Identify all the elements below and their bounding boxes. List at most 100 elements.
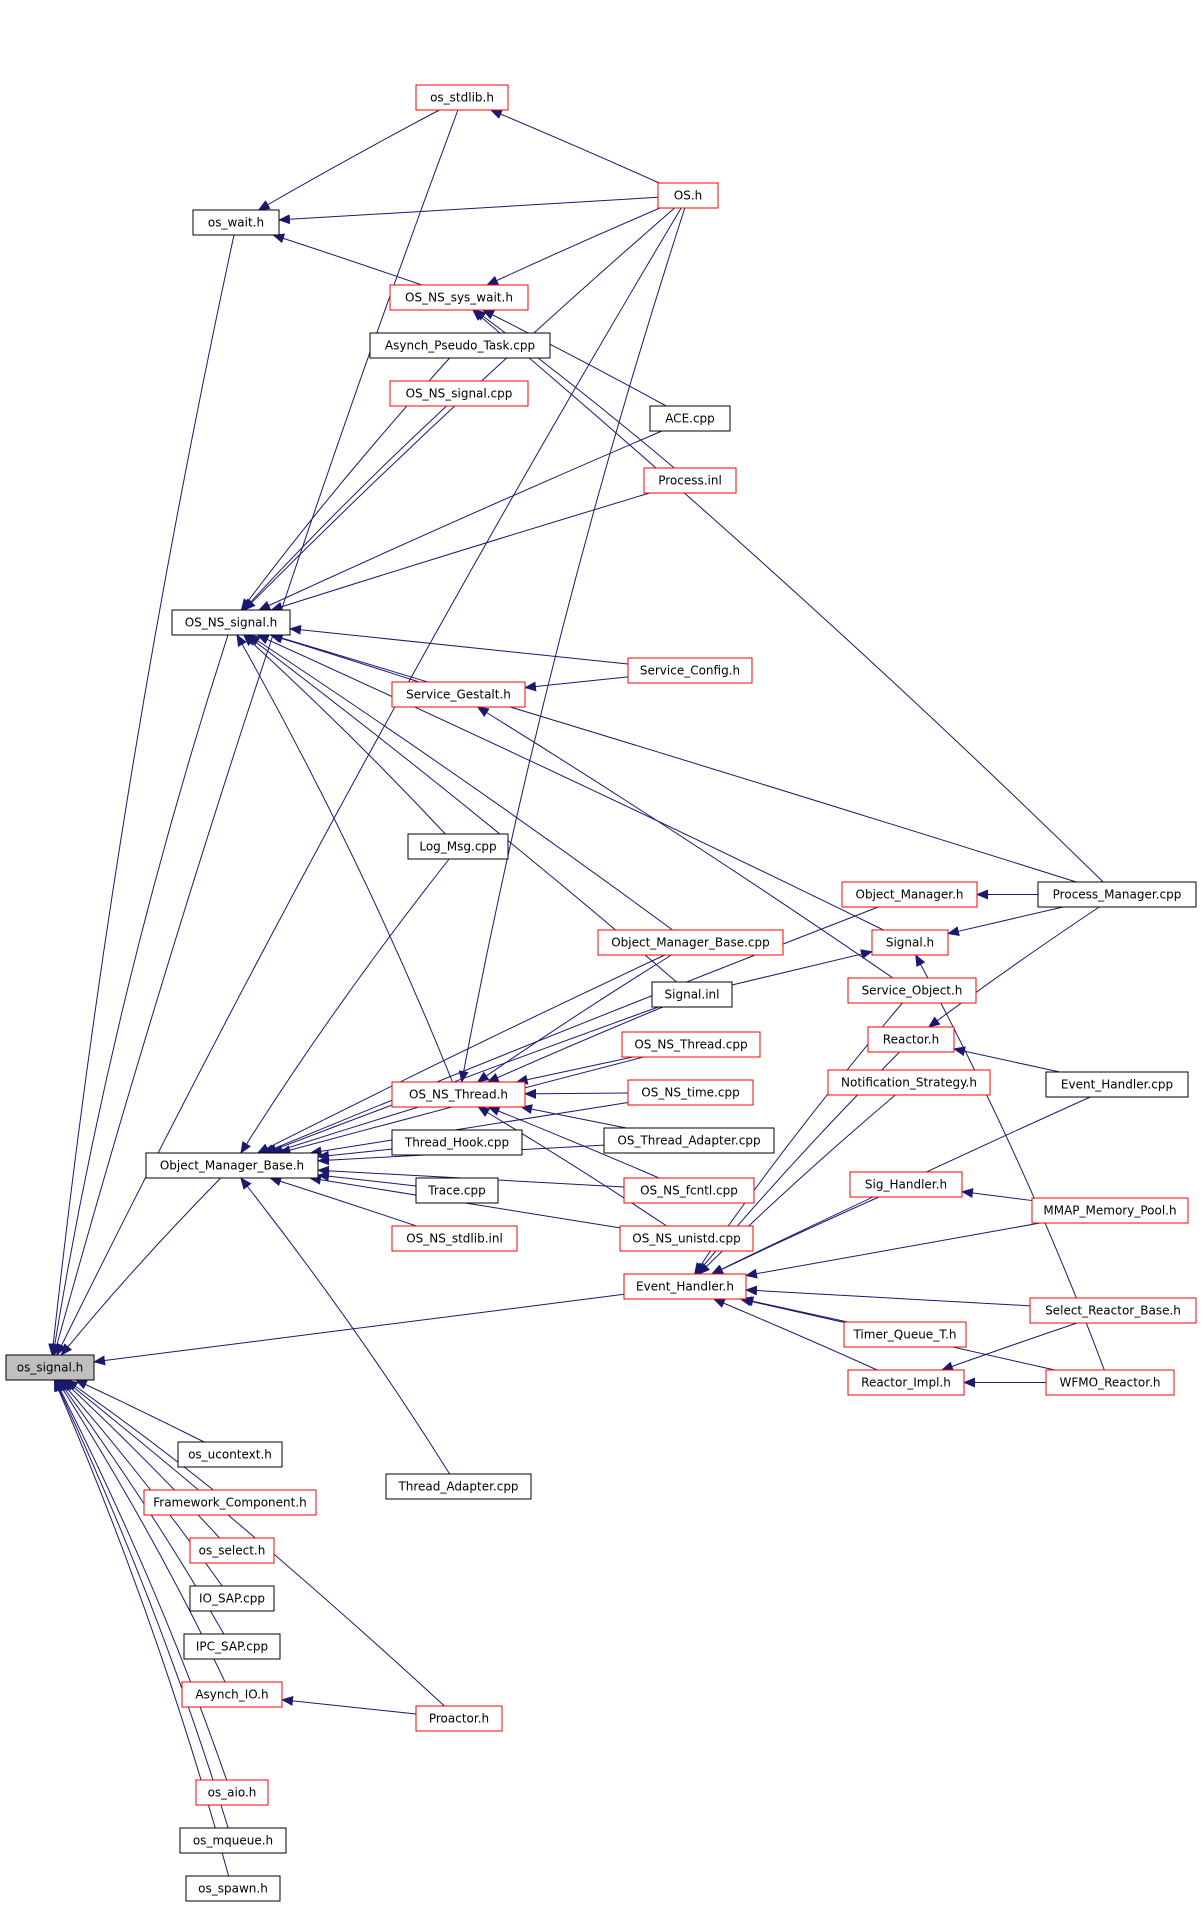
node-label: os_stdlib.h [430,91,494,105]
node-label: OS.h [674,189,702,203]
node-label: Select_Reactor_Base.h [1045,1304,1181,1318]
node-os-ns-sys-wait-h[interactable]: OS_NS_sys_wait.h [389,284,529,311]
node-label: OS_NS_time.cpp [641,1086,739,1100]
node-box [183,1633,281,1660]
edge-service-object-h-to-service-gestalt-h [476,706,894,979]
node-os-ns-unistd-cpp[interactable]: OS_NS_unistd.cpp [619,1225,754,1252]
node-trace-cpp[interactable]: Trace.cpp [415,1177,499,1204]
node-label: Reactor_Impl.h [861,1376,951,1390]
node-object-manager-h[interactable]: Object_Manager.h [841,881,978,908]
node-thread-adapter-cpp[interactable]: Thread_Adapter.cpp [385,1473,532,1500]
node-label: Sig_Handler.h [865,1178,947,1192]
node-box [827,1069,991,1096]
node-timer-queue-t-h[interactable]: Timer_Queue_T.h [843,1321,967,1348]
edge-os-h-to-os-signal-h [56,207,682,1356]
node-event-handler-h[interactable]: Event_Handler.h [623,1273,747,1300]
node-asynch-pseudo-task-cpp[interactable]: Asynch_Pseudo_Task.cpp [369,332,551,359]
node-select-reactor-base-h[interactable]: Select_Reactor_Base.h [1029,1297,1197,1324]
node-os-ns-signal-h[interactable]: OS_NS_signal.h [171,609,291,636]
node-io-sap-cpp[interactable]: IO_SAP.cpp [189,1585,275,1612]
node-process-manager-cpp[interactable]: Process_Manager.cpp [1037,881,1197,908]
node-label: os_ucontext.h [188,1448,272,1462]
node-box [391,1225,518,1252]
node-box [391,1081,526,1108]
node-reactor-h[interactable]: Reactor.h [867,1026,955,1053]
edge-service-gestalt-h-to-os-ns-signal-h [269,633,420,683]
edge-layer [48,109,1105,1877]
node-box [619,1225,754,1252]
node-os-h[interactable]: OS.h [657,182,719,209]
node-label: Service_Gestalt.h [406,688,511,702]
node-box [369,332,551,359]
node-label: Trace.cpp [427,1184,485,1198]
node-object-manager-base-h[interactable]: Object_Manager_Base.h [145,1152,319,1179]
node-os-wait-h[interactable]: os_wait.h [192,209,280,236]
node-box [867,1026,955,1053]
node-ipc-sap-cpp[interactable]: IPC_SAP.cpp [183,1633,281,1660]
node-ace-cpp[interactable]: ACE.cpp [649,405,731,432]
edge-select-reactor-base-h-to-reactor-impl-h [940,1322,1078,1372]
node-asynch-io-h[interactable]: Asynch_IO.h [181,1681,283,1708]
edge-object-manager-base-cpp-to-os-ns-thread-h [476,954,672,1083]
edge-process-inl-to-os-ns-signal-h [270,492,650,612]
node-label: Object_Manager_Base.h [160,1159,304,1173]
node-signal-h[interactable]: Signal.h [871,929,949,956]
node-box [143,1489,317,1516]
node-label: IO_SAP.cpp [199,1592,265,1606]
node-object-manager-base-cpp[interactable]: Object_Manager_Base.cpp [597,929,784,956]
edge-process-manager-cpp-to-os-ns-sys-wait-h [472,309,1104,883]
node-label: MMAP_Memory_Pool.h [1043,1204,1176,1218]
node-label: os_select.h [199,1544,266,1558]
node-event-handler-cpp[interactable]: Event_Handler.cpp [1045,1071,1189,1098]
node-os-ns-stdlib-inl[interactable]: OS_NS_stdlib.inl [391,1225,518,1252]
node-os-ns-time-cpp[interactable]: OS_NS_time.cpp [627,1079,754,1106]
node-sig-handler-h[interactable]: Sig_Handler.h [849,1171,963,1198]
node-os-aio-h[interactable]: os_aio.h [195,1779,269,1806]
node-signal-inl[interactable]: Signal.inl [651,981,733,1008]
node-box [623,1273,747,1300]
node-box [627,657,753,684]
node-os-signal-h[interactable]: os_signal.h [5,1354,95,1381]
node-os-ns-signal-cpp[interactable]: OS_NS_signal.cpp [389,380,529,407]
node-label: os_spawn.h [198,1882,268,1896]
node-box [391,1129,523,1156]
node-process-inl[interactable]: Process.inl [643,467,737,494]
node-os-stdlib-h[interactable]: os_stdlib.h [415,84,509,111]
edge-thread-adapter-cpp-to-object-manager-base-h [240,1177,451,1475]
node-wfmo-reactor-h[interactable]: WFMO_Reactor.h [1045,1369,1175,1396]
node-box [1029,1297,1197,1324]
node-label: Proactor.h [429,1712,489,1726]
node-os-ucontext-h[interactable]: os_ucontext.h [177,1441,283,1468]
node-os-ns-thread-cpp[interactable]: OS_NS_Thread.cpp [621,1031,761,1058]
node-label: Object_Manager.h [856,888,964,902]
node-os-thread-adapter-cpp[interactable]: OS_Thread_Adapter.cpp [603,1127,775,1154]
edge-signal-h-to-os-ns-signal-h [256,634,884,931]
edge-sig-handler-h-to-event-handler-h [711,1196,880,1275]
edge-process-manager-cpp-to-reactor-h [927,906,1100,1028]
node-box [189,1537,275,1564]
node-mmap-memory-pool-h[interactable]: MMAP_Memory_Pool.h [1031,1197,1189,1224]
node-proactor-h[interactable]: Proactor.h [415,1705,503,1732]
node-service-gestalt-h[interactable]: Service_Gestalt.h [391,681,526,708]
node-service-object-h[interactable]: Service_Object.h [847,977,977,1004]
edge-os-ns-signal-h-to-os-signal-h [49,634,229,1356]
node-notification-strategy-h[interactable]: Notification_Strategy.h [827,1069,991,1096]
node-os-ns-thread-h[interactable]: OS_NS_Thread.h [391,1081,526,1108]
node-reactor-impl-h[interactable]: Reactor_Impl.h [847,1369,965,1396]
node-os-ns-fcntl-cpp[interactable]: OS_NS_fcntl.cpp [623,1177,755,1204]
node-framework-component-h[interactable]: Framework_Component.h [143,1489,317,1516]
node-os-mqueue-h[interactable]: os_mqueue.h [179,1827,287,1854]
node-label: Event_Handler.h [636,1280,734,1294]
edge-select-reactor-base-h-to-event-handler-h [745,1285,1031,1307]
node-box [415,1705,503,1732]
node-log-msg-cpp[interactable]: Log_Msg.cpp [407,833,509,860]
node-thread-hook-cpp[interactable]: Thread_Hook.cpp [391,1129,523,1156]
edge-os-mqueue-h-to-os-signal-h [54,1379,229,1829]
node-os-select-h[interactable]: os_select.h [189,1537,275,1564]
node-label: Process.inl [658,474,722,488]
edge-os-ns-thread-cpp-to-os-ns-thread-h [515,1056,633,1085]
edge-log-msg-cpp-to-object-manager-base-h [240,858,450,1154]
node-os-spawn-h[interactable]: os_spawn.h [185,1875,281,1902]
node-box [1045,1369,1175,1396]
node-service-config-h[interactable]: Service_Config.h [627,657,753,684]
